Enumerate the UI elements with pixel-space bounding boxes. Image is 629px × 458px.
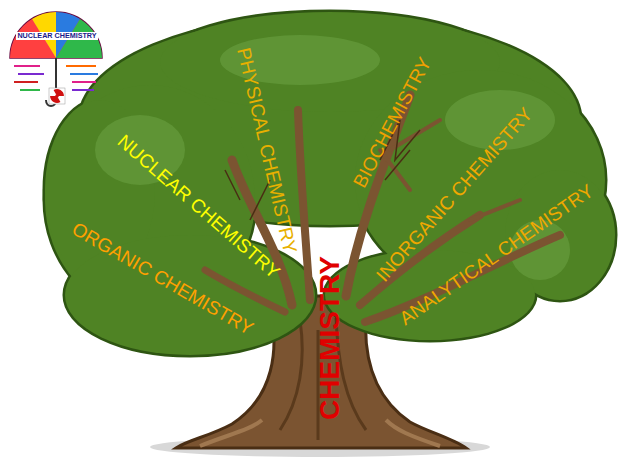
branch-label: BIOCHEMISTRY	[350, 54, 435, 190]
umbrella-icon	[10, 12, 102, 106]
branch-label: PHYSICAL CHEMISTRY	[234, 46, 300, 255]
trunk-title: CHEMISTRY	[316, 256, 344, 420]
umbrella-label: NUCLEAR CHEMISTRY	[16, 32, 97, 39]
branch-label: ANALYTICAL CHEMISTRY	[396, 180, 596, 327]
roots	[200, 420, 440, 446]
